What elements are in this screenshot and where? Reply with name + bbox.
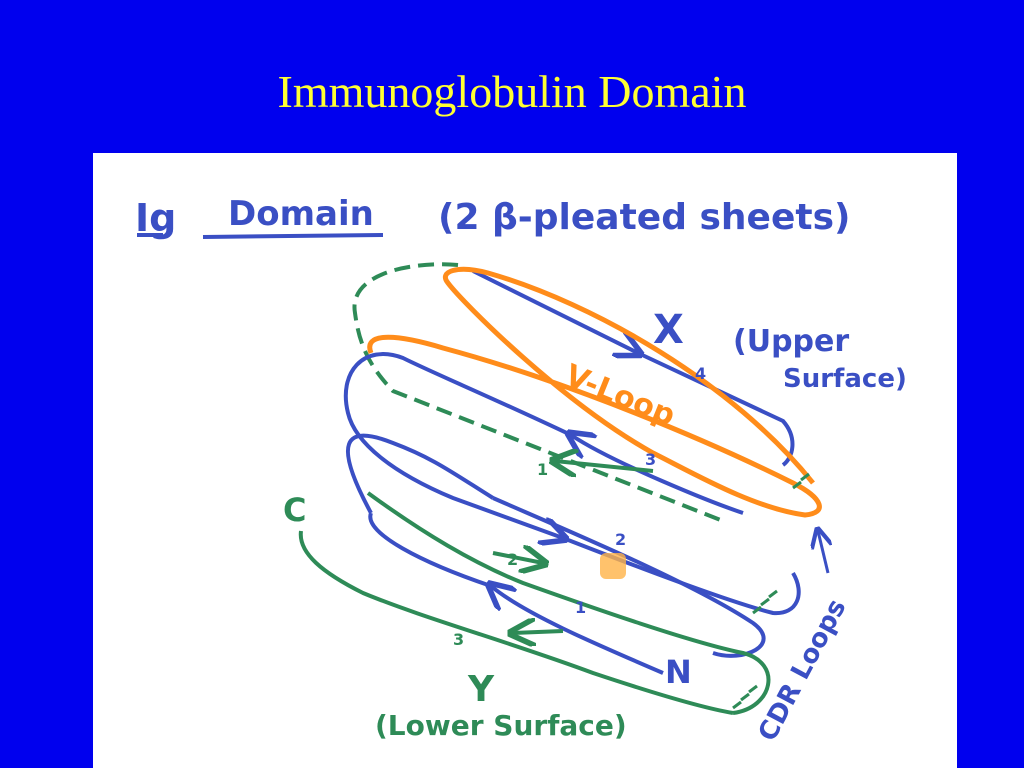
blue-strand-3-arrow bbox=[571, 435, 744, 515]
slide-title: Immunoglobulin Domain bbox=[277, 66, 747, 117]
orange-smudge bbox=[600, 553, 626, 579]
orange-v-loop bbox=[367, 266, 822, 518]
green-upper-loop bbox=[352, 262, 724, 523]
strand-lower-1: 1 bbox=[575, 598, 586, 617]
strand-upper-3: 3 bbox=[645, 450, 656, 469]
green-strand-2-arrow bbox=[492, 553, 543, 563]
green-strand-3-arrow bbox=[513, 631, 564, 633]
blue-strand-3-loop bbox=[343, 352, 571, 538]
blue-strand-4-arrow bbox=[472, 269, 638, 353]
green-lower-strand-3 bbox=[298, 530, 734, 715]
label-v-loop: V-Loop bbox=[560, 358, 680, 434]
label-c: C bbox=[283, 491, 306, 529]
label-lower: (Lower Surface) bbox=[375, 709, 627, 742]
green-strand-1-arrow bbox=[555, 461, 654, 471]
green-lower-strand-2 bbox=[366, 491, 771, 715]
blue-inner-loop-right bbox=[492, 496, 766, 658]
strand-lower-3: 3 bbox=[453, 630, 464, 649]
ig-domain-figure: Ig Domain (2 β-pleated sheets) bbox=[93, 153, 957, 768]
label-x: X bbox=[653, 307, 684, 353]
strand-upper-1: 1 bbox=[537, 460, 548, 479]
blue-inner-loop-left bbox=[368, 512, 492, 588]
strand-upper-2: 2 bbox=[615, 530, 626, 549]
blue-strand-2-upper bbox=[562, 536, 801, 616]
label-n: N bbox=[665, 653, 692, 691]
blue-strand-4-tail bbox=[637, 351, 795, 467]
heading-ig: Ig bbox=[135, 196, 176, 240]
blue-strand-1-arrow bbox=[491, 586, 664, 675]
label-y: Y bbox=[467, 669, 495, 710]
blue-inner-loop-top bbox=[346, 433, 495, 514]
heading-domain-underline bbox=[202, 233, 384, 239]
strand-lower-2: 2 bbox=[507, 550, 518, 569]
ig-domain-drawing: Ig Domain (2 β-pleated sheets) bbox=[135, 194, 907, 746]
cdr-arrow bbox=[818, 531, 828, 574]
label-upper-1: (Upper bbox=[733, 324, 849, 359]
strand-upper-4: 4 bbox=[695, 364, 706, 383]
heading-sheets: (2 β-pleated sheets) bbox=[438, 197, 850, 238]
heading-domain: Domain bbox=[228, 194, 374, 234]
label-upper-2: Surface) bbox=[783, 364, 907, 394]
cdr-tick-marks bbox=[732, 472, 810, 710]
